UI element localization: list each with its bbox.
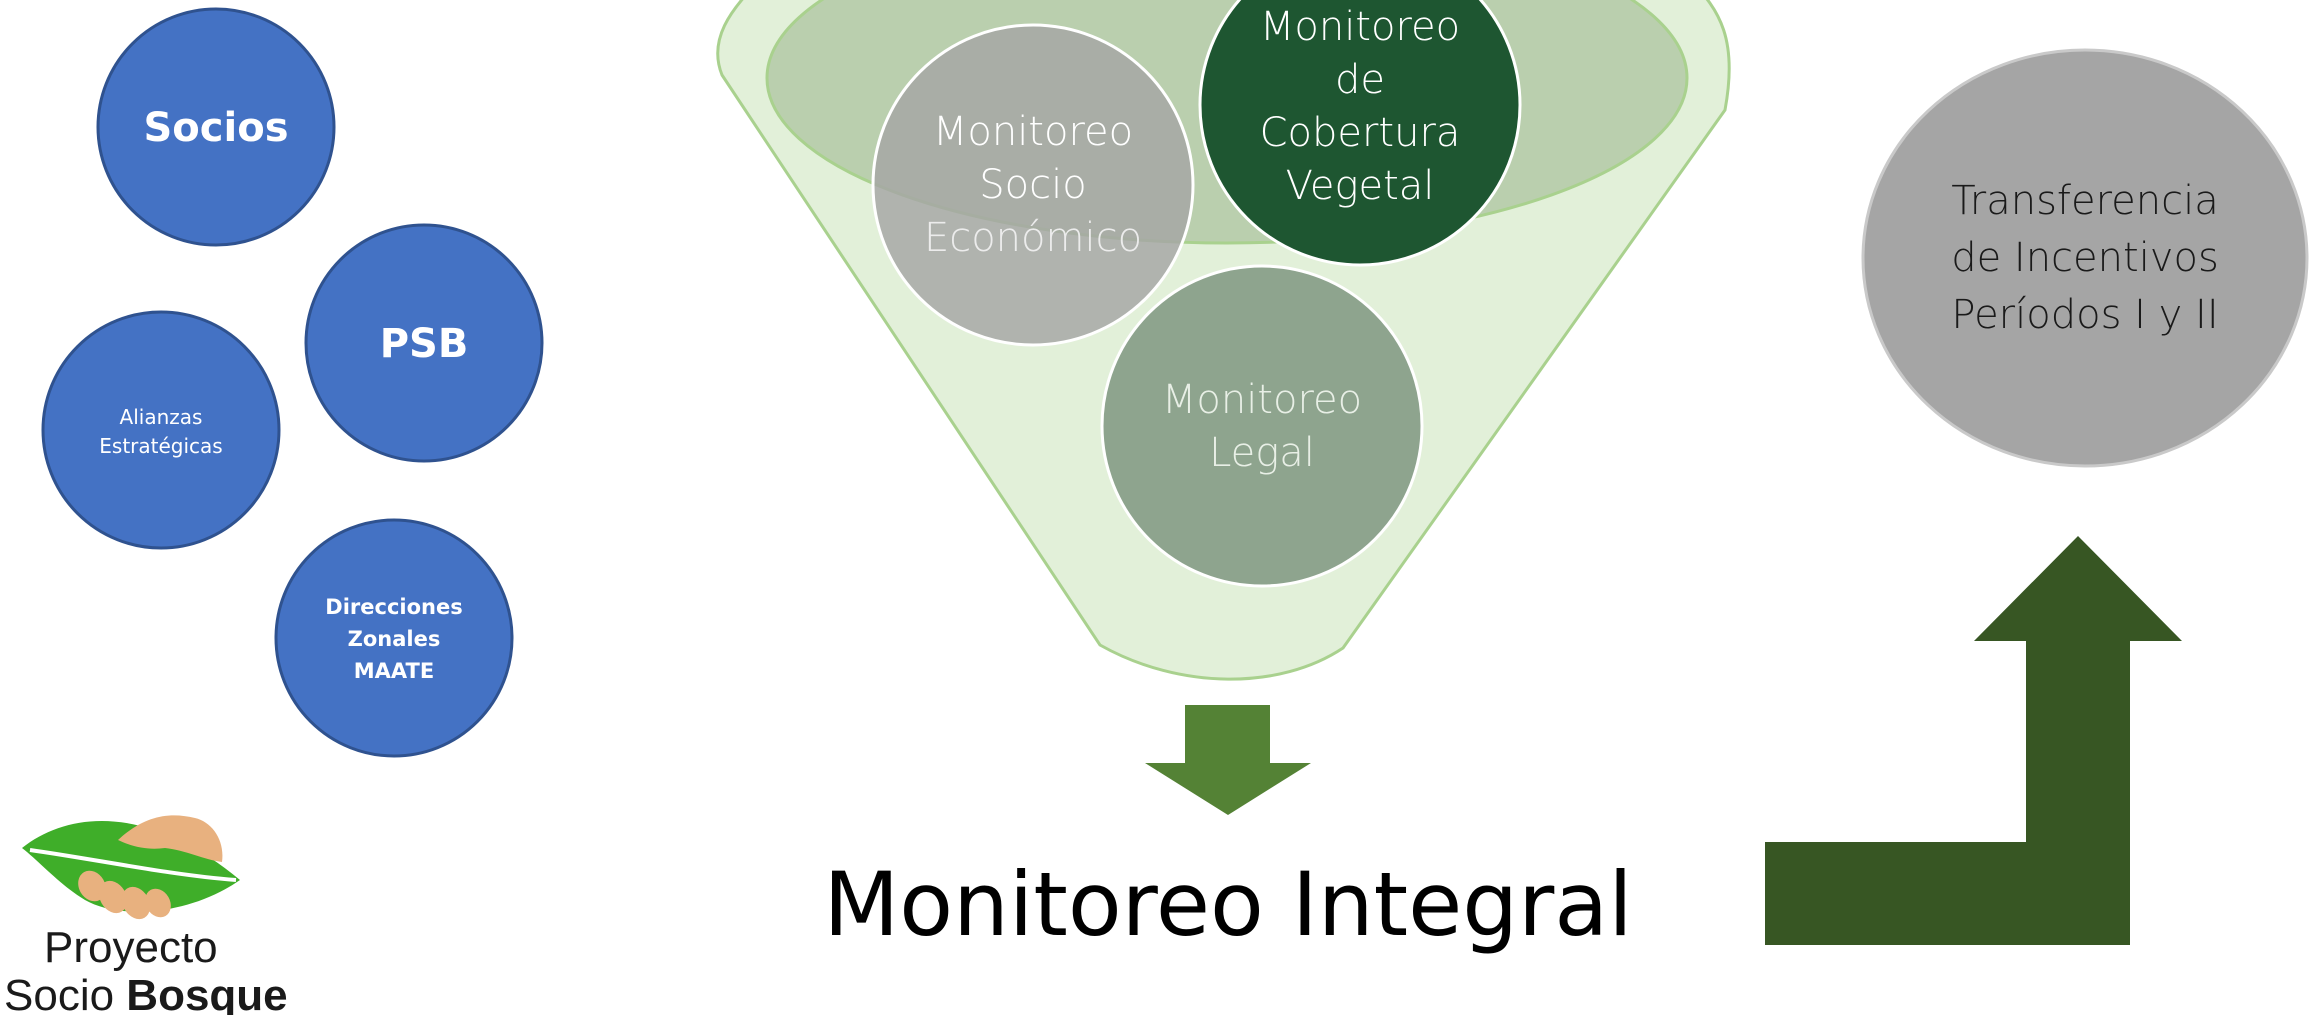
result-title: Monitoreo Integral [823,853,1632,956]
circle-cobertura-vegetal: Monitoreo de Cobertura Vegetal [1198,0,1522,267]
cobertura-line-1: Monitoreo [1260,4,1460,50]
logo-line-2: Socio Bosque [4,971,288,1015]
partner-label-alianzas-1: Alianzas [120,405,203,429]
hand-icon [118,815,223,862]
legal-line-2: Legal [1209,430,1315,476]
partner-circle-direcciones: Direcciones Zonales MAATE [274,518,514,758]
partner-label-direcciones-3: MAATE [354,659,434,683]
bent-up-arrow [1765,536,2182,945]
partner-circle-psb: PSB [304,223,544,463]
transfer-circle: Transferencia de Incentivos Períodos I y… [1861,48,2309,468]
logo-line-2-prefix: Socio [4,971,126,1015]
socio-economico-line-3: Económico [924,215,1142,261]
transfer-line-2: de Incentivos [1951,235,2219,281]
down-arrow [1145,705,1311,815]
legal-line-1: Monitoreo [1162,377,1362,423]
cobertura-line-2: de [1335,57,1385,103]
partner-label-direcciones-2: Zonales [348,627,441,651]
transfer-line-3: Períodos I y II [1951,292,2218,338]
partner-circle-socios: Socios [96,7,336,247]
cobertura-line-3: Cobertura [1260,110,1461,156]
partner-circle-alianzas: Alianzas Estratégicas [41,310,281,550]
socio-economico-line-1: Monitoreo [933,109,1133,155]
logo-line-1: Proyecto [44,923,218,972]
transfer-line-1: Transferencia [1951,178,2219,224]
partner-label-alianzas-2: Estratégicas [99,434,222,458]
socio-economico-line-2: Socio [979,162,1086,208]
proyecto-socio-bosque-logo: Proyecto Socio Bosque [4,815,288,1015]
circle-socio-economico: Monitoreo Socio Económico [871,23,1195,347]
partner-label-psb: PSB [380,321,469,367]
logo-line-2-bold: Bosque [126,971,287,1015]
partner-label-socios: Socios [144,105,289,151]
partner-label-direcciones-1: Direcciones [325,595,462,619]
circle-legal: Monitoreo Legal [1100,264,1424,588]
cobertura-line-4: Vegetal [1286,163,1435,209]
